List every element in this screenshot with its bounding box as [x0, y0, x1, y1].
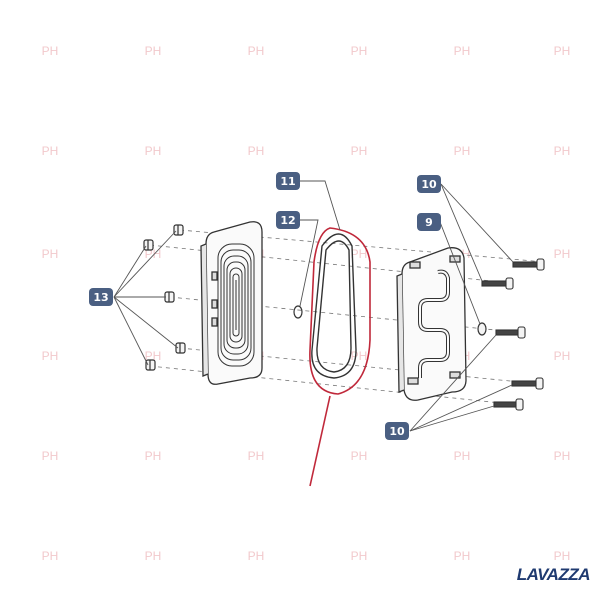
screw-4 — [511, 377, 544, 390]
callout-10-bottom-label: 10 — [389, 425, 405, 438]
watermark-34: PH — [454, 549, 471, 563]
watermark-2: PH — [248, 44, 265, 58]
watermark-29: PH — [554, 449, 571, 463]
callout-9-label: 9 — [425, 216, 433, 229]
diaphragm — [217, 243, 255, 367]
watermark-6: PH — [42, 144, 59, 158]
callout-12-label: 12 — [280, 214, 295, 227]
watermark-30: PH — [42, 549, 59, 563]
watermark-5: PH — [554, 44, 571, 58]
nut-5 — [145, 359, 156, 371]
brand-logo: LAVAZZA — [517, 565, 591, 584]
callout-11-label: 11 — [280, 175, 295, 188]
watermark-10: PH — [454, 144, 471, 158]
gasket — [311, 233, 357, 379]
watermark-9: PH — [351, 144, 368, 158]
watermark-grid: PH PH PH PH PH PH PH PH PH PH PH PH PH PH PH PH PH PH PH PH… — [42, 44, 571, 563]
watermark-4: PH — [454, 44, 471, 58]
nut-2 — [143, 239, 154, 251]
watermark-33: PH — [351, 549, 368, 563]
watermark-31: PH — [145, 549, 162, 563]
screw-1 — [512, 258, 545, 271]
callout-12: 12 — [276, 211, 300, 229]
nut-3 — [164, 291, 175, 303]
watermark-8: PH — [248, 144, 265, 158]
watermark-0: PH — [42, 44, 59, 58]
nut-4 — [175, 342, 186, 354]
watermark-11: PH — [554, 144, 571, 158]
watermark-15: PH — [351, 247, 368, 261]
callout-10-top-label: 10 — [421, 178, 437, 191]
watermark-17: PH — [554, 247, 571, 261]
callout-13-label: 13 — [93, 291, 108, 304]
o-ring — [293, 305, 303, 319]
watermark-23: PH — [554, 349, 571, 363]
nuts — [143, 224, 186, 371]
highlight-marker — [309, 227, 371, 487]
watermark-35: PH — [554, 549, 571, 563]
watermark-21: PH — [351, 349, 368, 363]
watermark-7: PH — [145, 144, 162, 158]
watermark-18: PH — [42, 349, 59, 363]
watermark-3: PH — [351, 44, 368, 58]
watermark-12: PH — [42, 247, 59, 261]
watermark-24: PH — [42, 449, 59, 463]
watermark-32: PH — [248, 549, 265, 563]
watermark-25: PH — [145, 449, 162, 463]
watermark-26: PH — [248, 449, 265, 463]
watermark-1: PH — [145, 44, 162, 58]
callout-10-bottom: 10 — [385, 422, 409, 440]
callout-10-top: 10 — [417, 175, 441, 193]
callout-9: 9 — [417, 213, 441, 231]
watermark-27: PH — [351, 449, 368, 463]
screw-2 — [481, 277, 514, 290]
screws — [481, 258, 545, 411]
screw-5 — [493, 398, 524, 411]
nut-1 — [173, 224, 184, 236]
cover-plate — [200, 221, 263, 385]
callout-11: 11 — [276, 172, 300, 190]
washer — [477, 322, 487, 336]
watermark-28: PH — [454, 449, 471, 463]
leader-lines — [113, 180, 514, 432]
callout-13: 13 — [89, 288, 113, 306]
pump-body — [396, 247, 467, 401]
screw-3 — [495, 326, 526, 339]
